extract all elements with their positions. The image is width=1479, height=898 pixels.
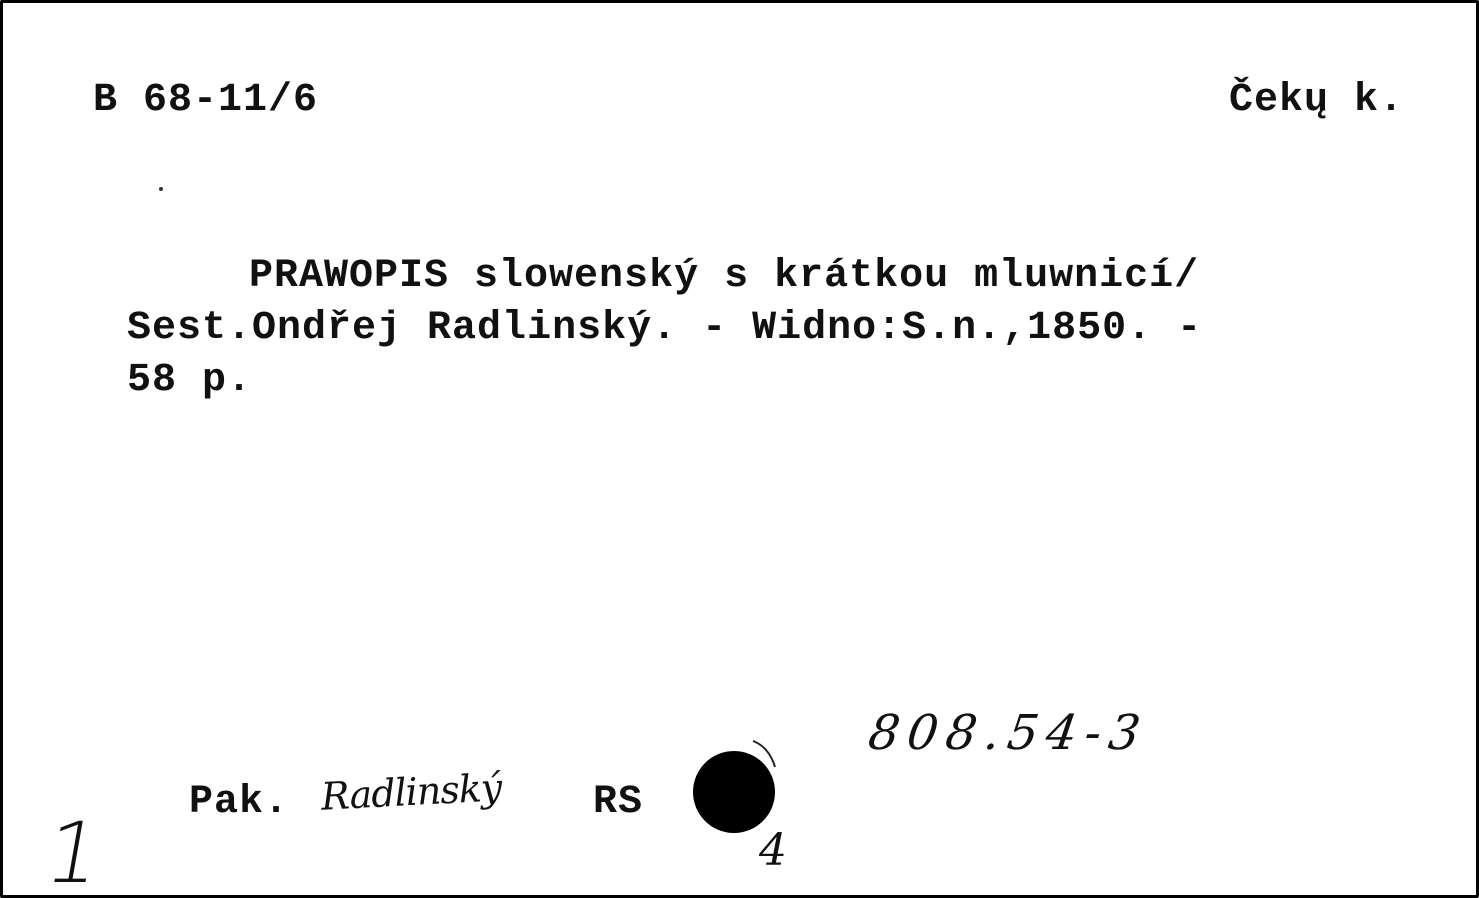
description-line-imprint: Sest.Ondřej Radlinský. - Widno:S.n.,1850… bbox=[127, 306, 1203, 351]
signature-prefix: Pak. bbox=[189, 780, 290, 825]
filing-word: Čekų k. bbox=[1229, 78, 1405, 123]
punch-hole-dot bbox=[693, 751, 775, 833]
copy-number: 4 bbox=[759, 825, 787, 876]
signature-name: Radlinský bbox=[319, 765, 503, 819]
description-line-extent: 58 p. bbox=[127, 358, 253, 403]
pencil-arc-mark bbox=[752, 740, 776, 768]
classification-number: 808.54-3 bbox=[865, 705, 1152, 761]
signature-code: RS bbox=[593, 780, 644, 825]
call-number: B 68-11/6 bbox=[93, 78, 319, 123]
ink-dot bbox=[159, 187, 163, 191]
description-line-title: PRAWOPIS slowenský s krátkou mluwnicí/ bbox=[249, 254, 1200, 299]
card-count: 1 bbox=[38, 804, 110, 898]
